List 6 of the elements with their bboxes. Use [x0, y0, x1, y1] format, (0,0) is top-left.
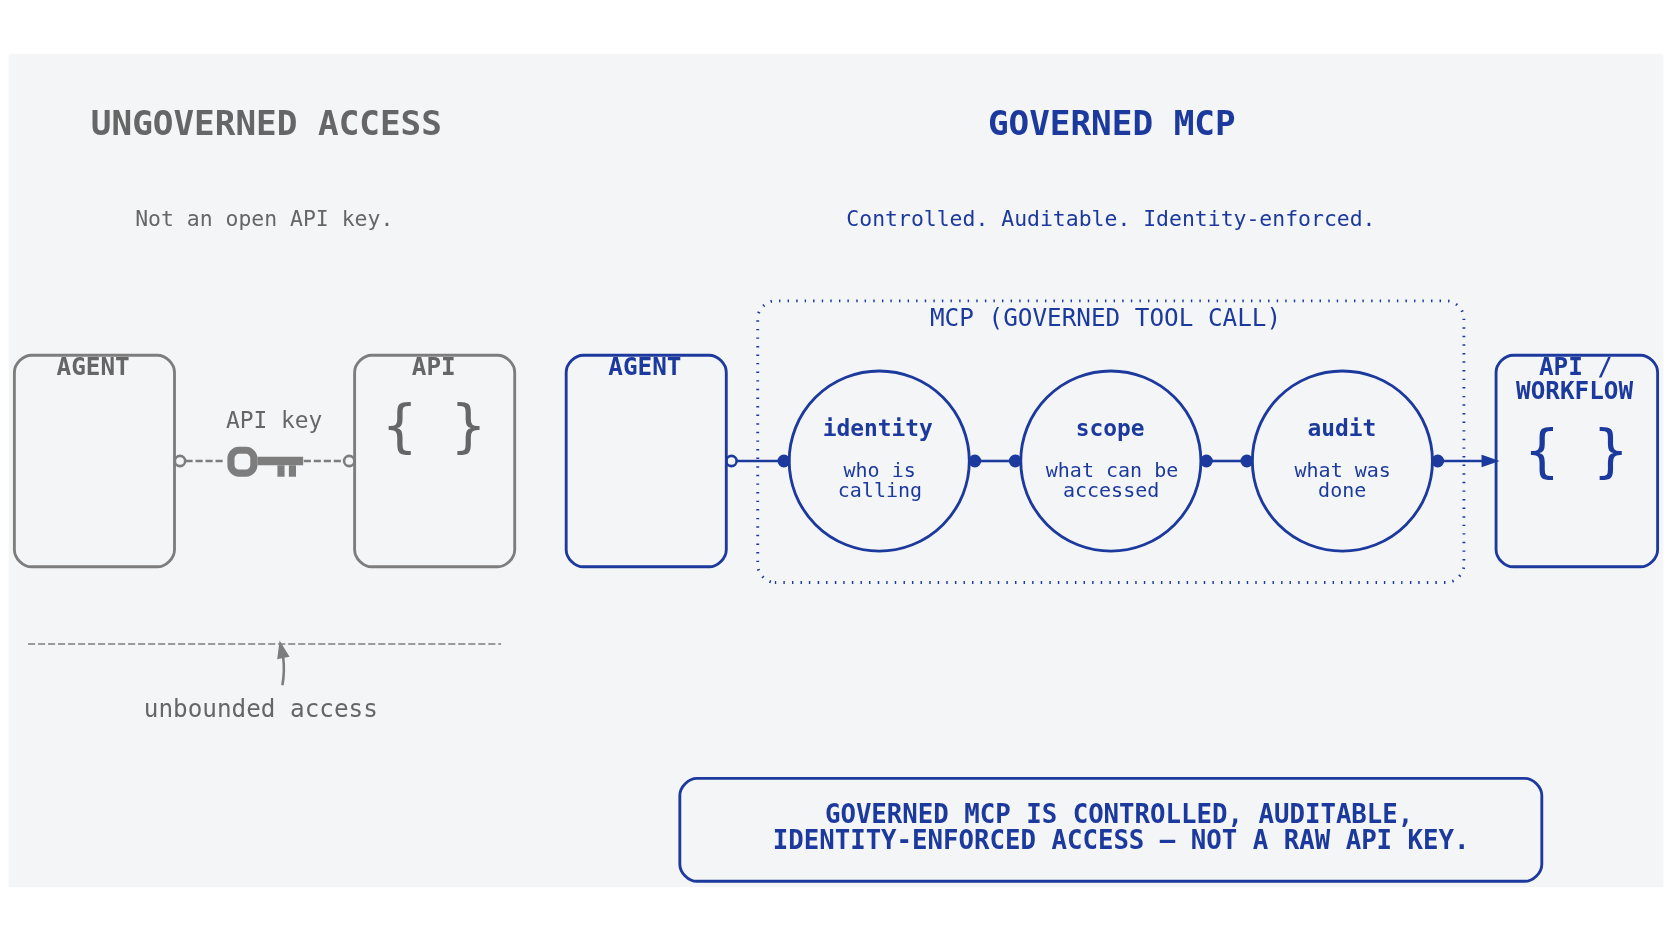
label: Not an open API key. [135, 205, 394, 231]
label: Controlled. Auditable. Identity-enforced. [846, 205, 1376, 231]
node-label: API key [225, 406, 323, 433]
node-text: unbounded access [143, 694, 378, 724]
label: GOVERNED MCP [987, 103, 1236, 144]
label: UNGOVERNED ACCESS [90, 103, 442, 144]
